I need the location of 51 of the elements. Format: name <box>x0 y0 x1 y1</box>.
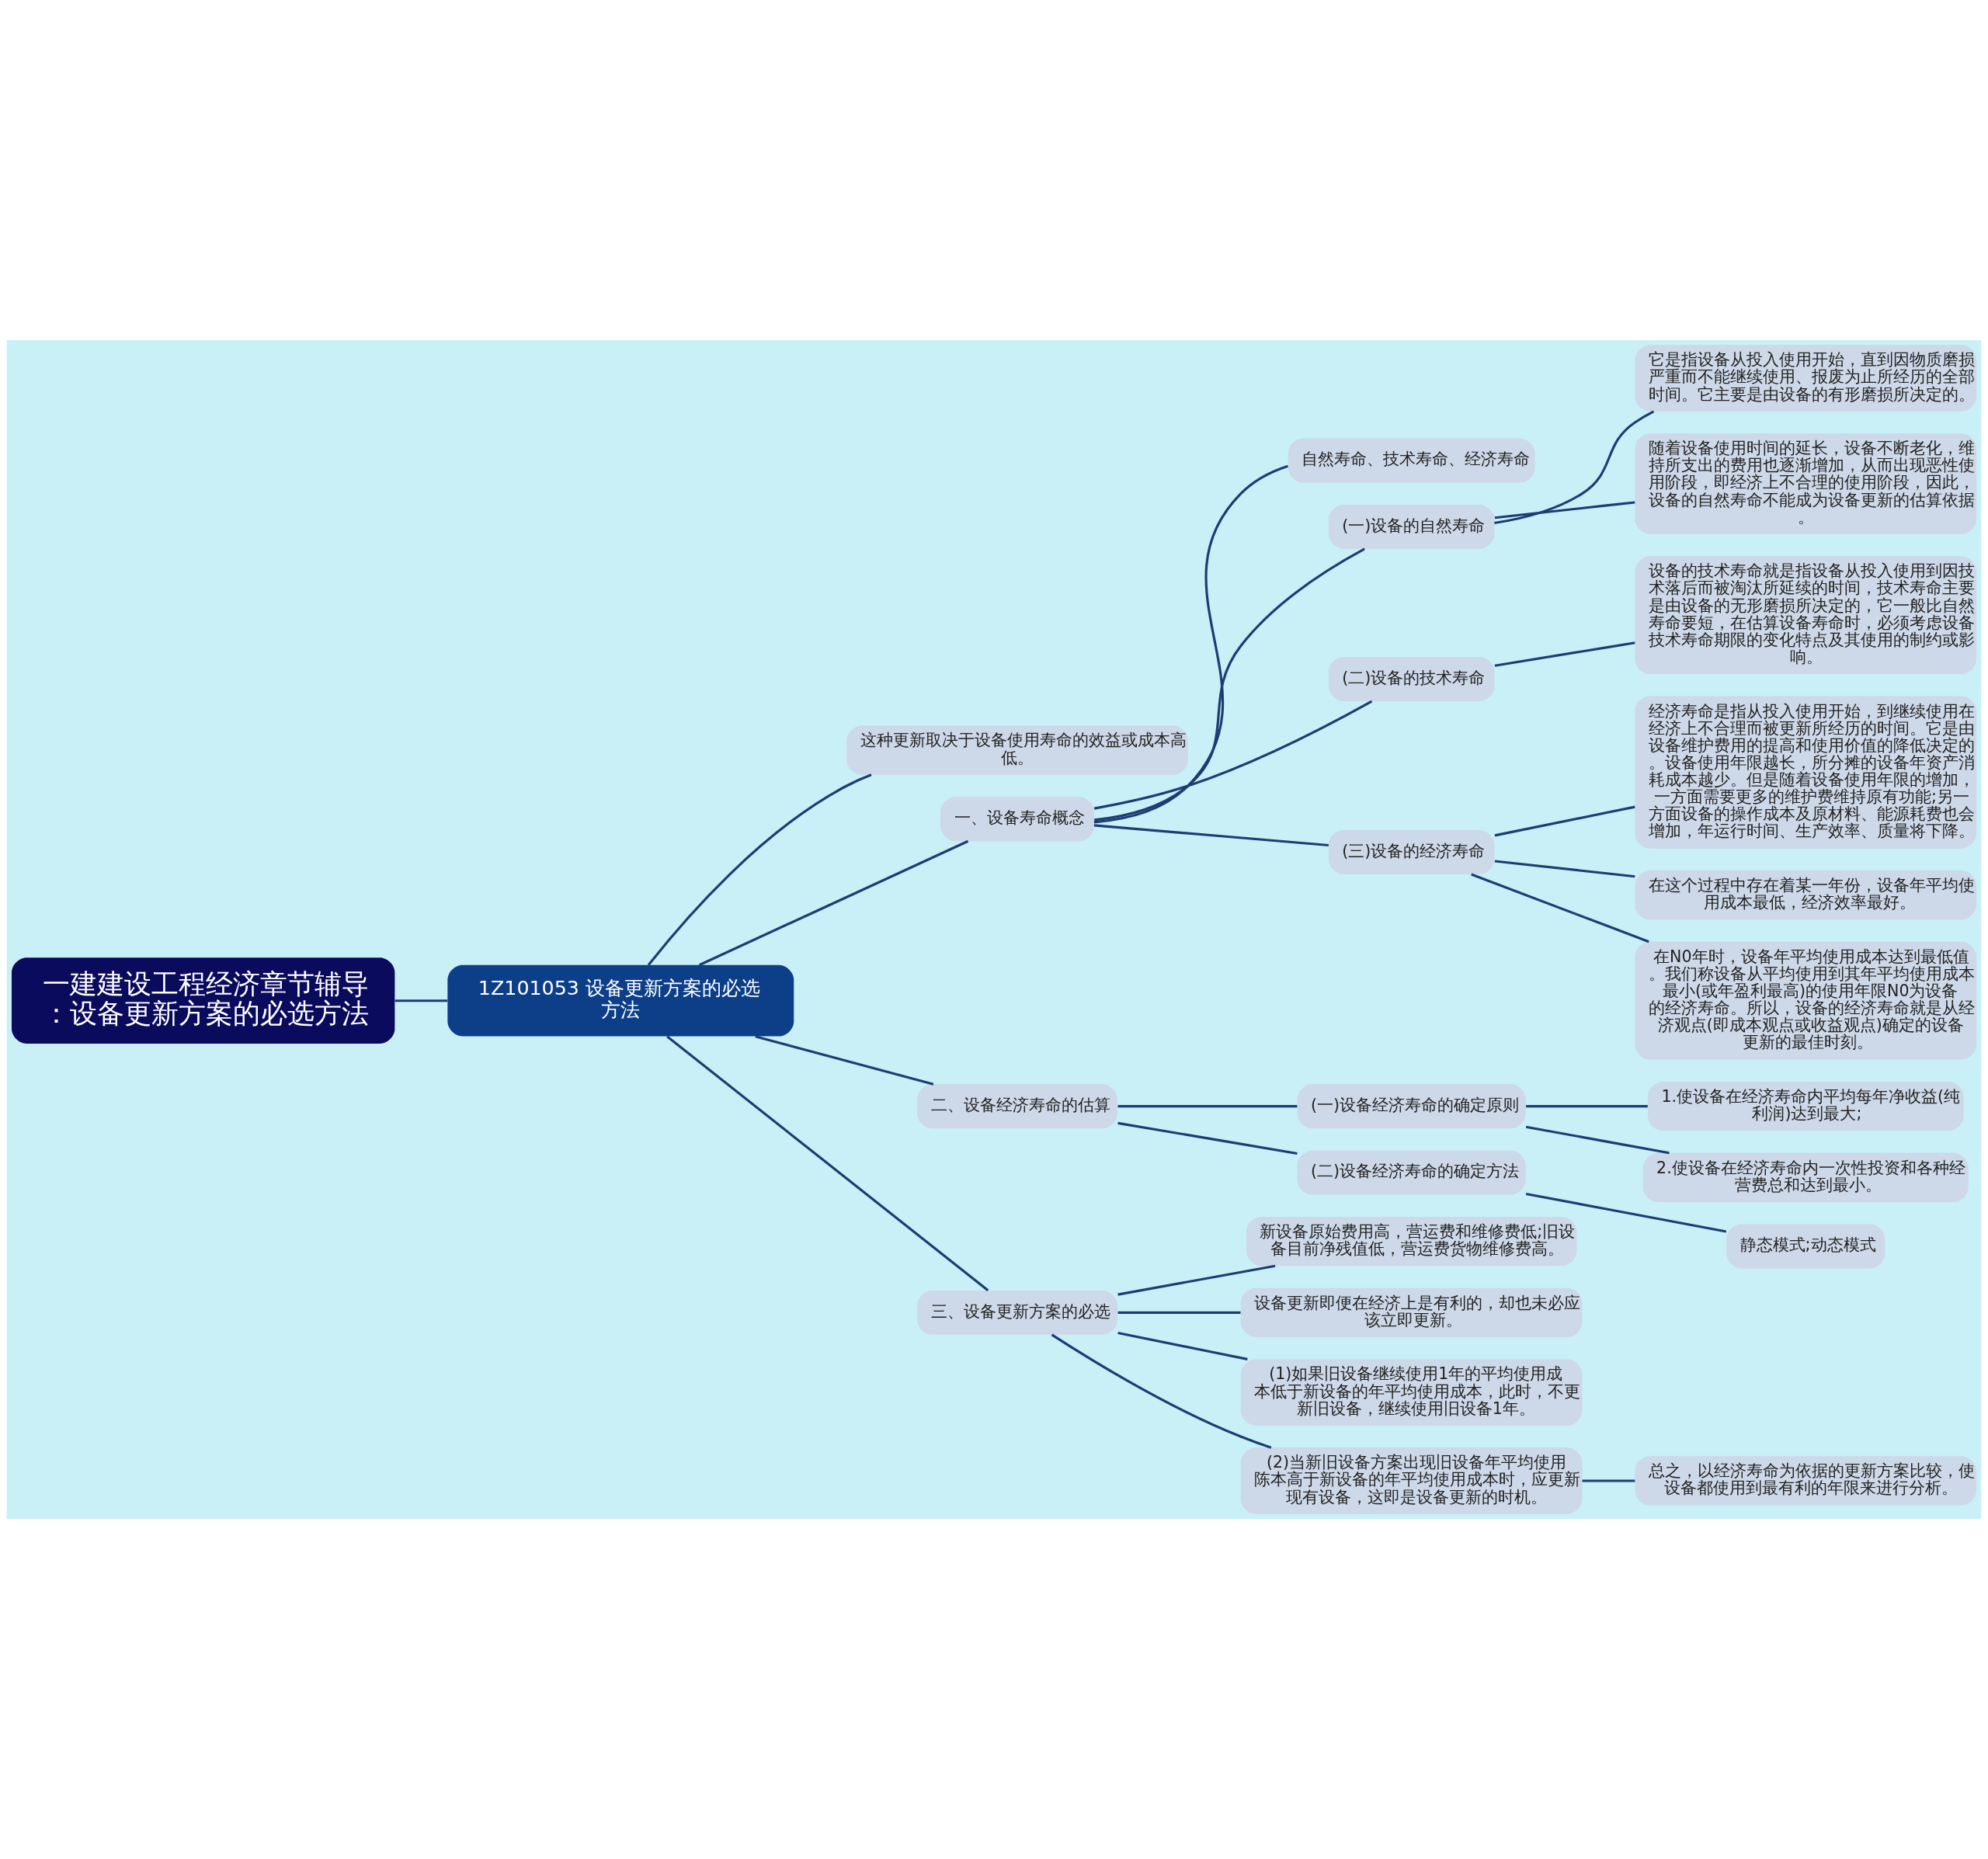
node-box: (三)设备的经济寿命 <box>1328 829 1495 874</box>
connector <box>1093 824 1329 847</box>
connector <box>1582 1479 1635 1482</box>
connector <box>1494 641 1635 667</box>
connector <box>1117 1331 1248 1360</box>
connector <box>1117 1121 1298 1155</box>
node-box: 这种更新取决于设备使用寿命的效益或成本高低。 <box>846 725 1188 775</box>
node-box: (1)如果旧设备继续使用1年的平均使用成本低于新设备的年平均使用成本，此时，不更新旧设备，继续使用旧设备1年。 <box>1240 1359 1583 1426</box>
connector <box>1117 1264 1276 1296</box>
node-box: 1Z101053 设备更新方案的必选方法 <box>447 964 794 1037</box>
connector <box>1494 501 1635 519</box>
connector <box>1093 700 1373 810</box>
node-box: 在N0年时，设备年平均使用成本达到最低值。我们称设备从平均使用到其年平均使用成本最小(或年盈利最高)的使用年限N0为设备的经济寿命。所以，设备的经济寿命就是从经济观点(即成本观点或收益观点)确定的设备更新的最佳时刻。 <box>1635 941 1976 1060</box>
node-box: 经济寿命是指从投入使用开始，到继续使用在经济上不合理而被更新所经历的时间。它是由设备维护费用的提高和使用价值的降低决定的。设备使用年限越长，所分摊的设备年资产消耗成本越少。但是随着设备使用年限的增加，一方面需要更多的维护费维持原有功能;另一方面设备的操作成本及原材料、能源耗费也会增加，年运行时间、生产效率、质量将下降。 <box>1635 696 1976 849</box>
node-box: (一)设备经济寿命的确定原则 <box>1297 1084 1526 1129</box>
node-box: 自然寿命、技术寿命、经济寿命 <box>1288 438 1535 483</box>
node-box: 一、设备寿命概念 <box>940 797 1094 842</box>
connector <box>647 773 872 966</box>
connector <box>698 839 969 967</box>
node-box: 新设备原始费用高，营运费和维修费低;旧设备目前净残值低，营运费货物维修费高。 <box>1246 1217 1577 1267</box>
node-box: 总之，以经济寿命为依据的更新方案比较，使设备都使用到最有利的年限来进行分析。 <box>1635 1456 1976 1506</box>
node-box: (二)设备的技术寿命 <box>1328 656 1495 701</box>
connector <box>1471 873 1649 943</box>
connector <box>394 999 448 1002</box>
node-box: 三、设备更新方案的必选 <box>917 1290 1117 1335</box>
node-box: 1.使设备在经济寿命内平均每年净收益(纯利润)达到最大; <box>1648 1082 1964 1131</box>
connector <box>1494 410 1655 525</box>
connector <box>1117 1105 1298 1108</box>
connector <box>1093 464 1288 824</box>
node-box: 2.使设备在经济寿命内一次性投资和各种经营费总和达到最小。 <box>1642 1152 1969 1203</box>
connector <box>1526 1105 1648 1108</box>
node-box: (二)设备经济寿命的确定方法 <box>1297 1150 1526 1195</box>
node-box: 一建建设工程经济章节辅导：设备更新方案的必选方法 <box>12 957 395 1044</box>
connector <box>1494 805 1635 837</box>
connector <box>1494 860 1635 878</box>
node-box: 在这个过程中存在着某一年份，设备年平均使用成本最低，经济效率最好。 <box>1635 870 1976 920</box>
node-box: 它是指设备从投入使用开始，直到因物质磨损严重而不能继续使用、报废为止所经历的全部时间。它主要是由设备的有形磨损所决定的。 <box>1635 345 1976 412</box>
node-box: 设备的技术寿命就是指设备从投入使用到因技术落后而被淘汰所延续的时间，技术寿命主要是由设备的无形磨损所决定的，它一般比自然寿命要短，在估算设备寿命时，必须考虑设备技术寿命期限的变化特点及其使用的制约或影响。 <box>1635 556 1976 675</box>
connector <box>1094 547 1365 822</box>
connector <box>1051 1333 1272 1449</box>
node-box: (一)设备的自然寿命 <box>1328 504 1495 549</box>
node-box: 二、设备经济寿命的估算 <box>917 1084 1117 1129</box>
node-box: 静态模式;动态模式 <box>1726 1224 1885 1269</box>
connector <box>1117 1311 1241 1314</box>
connector <box>755 1035 934 1086</box>
connector <box>666 1035 989 1291</box>
node-box: 设备更新即便在经济上是有利的，却也未必应该立即更新。 <box>1240 1287 1583 1337</box>
connector <box>1525 1125 1670 1155</box>
node-box: 随着设备使用时间的延长，设备不断老化，维持所支出的费用也逐渐增加，从而出现恶性使用阶段，即经济上不合理的使用阶段，因此，设备的自然寿命不能成为设备更新的估算依据。 <box>1635 433 1976 534</box>
connector <box>1525 1192 1727 1233</box>
node-box: (2)当新旧设备方案出现旧设备年平均使用陈本高于新设备的年平均使用成本时，应更新现有设备，这即是设备更新的时机。 <box>1240 1447 1583 1514</box>
